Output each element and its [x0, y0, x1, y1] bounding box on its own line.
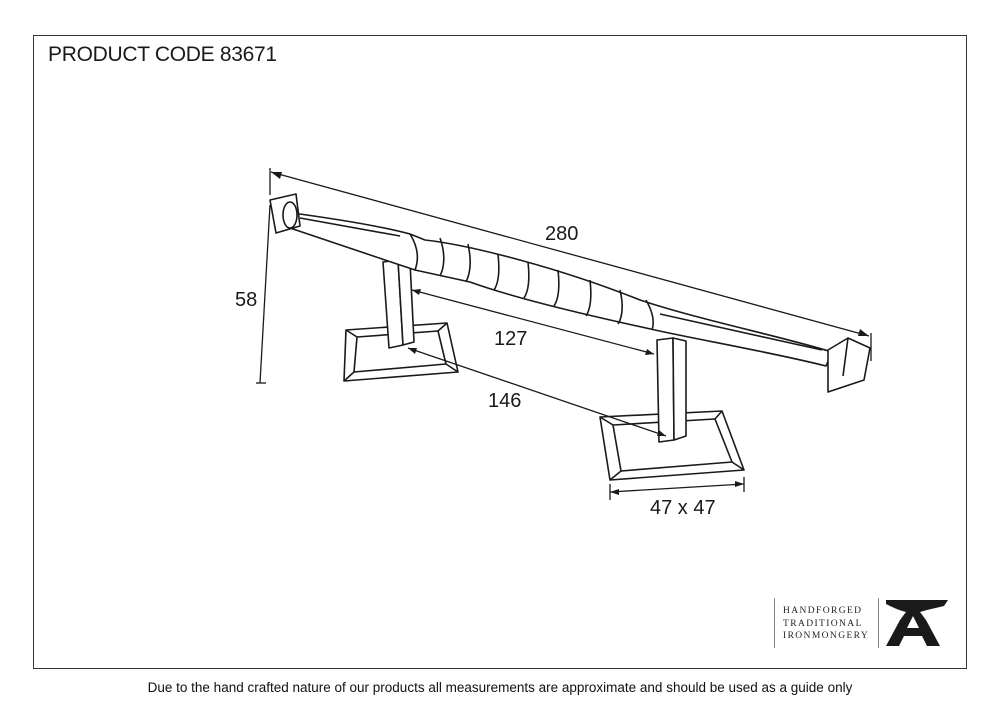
- pull-handle-illustration: [269, 193, 871, 481]
- right-base-plate: [599, 410, 745, 481]
- left-post: [382, 259, 415, 349]
- length-dimension: [269, 168, 872, 361]
- left-end-cap: [269, 193, 301, 234]
- logo-divider-right: [878, 598, 879, 648]
- disclaimer-footer: Due to the hand crafted nature of our pr…: [147, 680, 853, 695]
- logo-line-ironmongery: IRONMONGERY: [783, 631, 870, 641]
- height-dimension: [256, 204, 271, 384]
- anvil-a-icon: [886, 600, 948, 646]
- base-dimension: [609, 477, 745, 500]
- inner-centres-dimension: [411, 289, 655, 355]
- base-size-label: 47 x 47: [650, 497, 716, 519]
- logo-line-handforged: HANDFORGED: [783, 606, 863, 616]
- logo-line-traditional: TRADITIONAL: [783, 618, 863, 629]
- outer-centres-label: 146: [488, 390, 521, 412]
- inner-centres-label: 127: [494, 328, 527, 350]
- logo-wordmark: HANDFORGED TRADITIONAL IRONMONGERY: [783, 605, 873, 643]
- logo-divider-left: [774, 598, 775, 648]
- right-post: [656, 337, 687, 443]
- left-base-plate: [343, 322, 459, 382]
- height-label: 58: [235, 289, 257, 311]
- outer-centres-dimension: [407, 347, 667, 437]
- right-end-cap: [827, 337, 871, 393]
- product-code-title: PRODUCT CODE 83671: [48, 43, 277, 66]
- length-label: 280: [545, 223, 578, 245]
- dimension-lines: [256, 168, 872, 500]
